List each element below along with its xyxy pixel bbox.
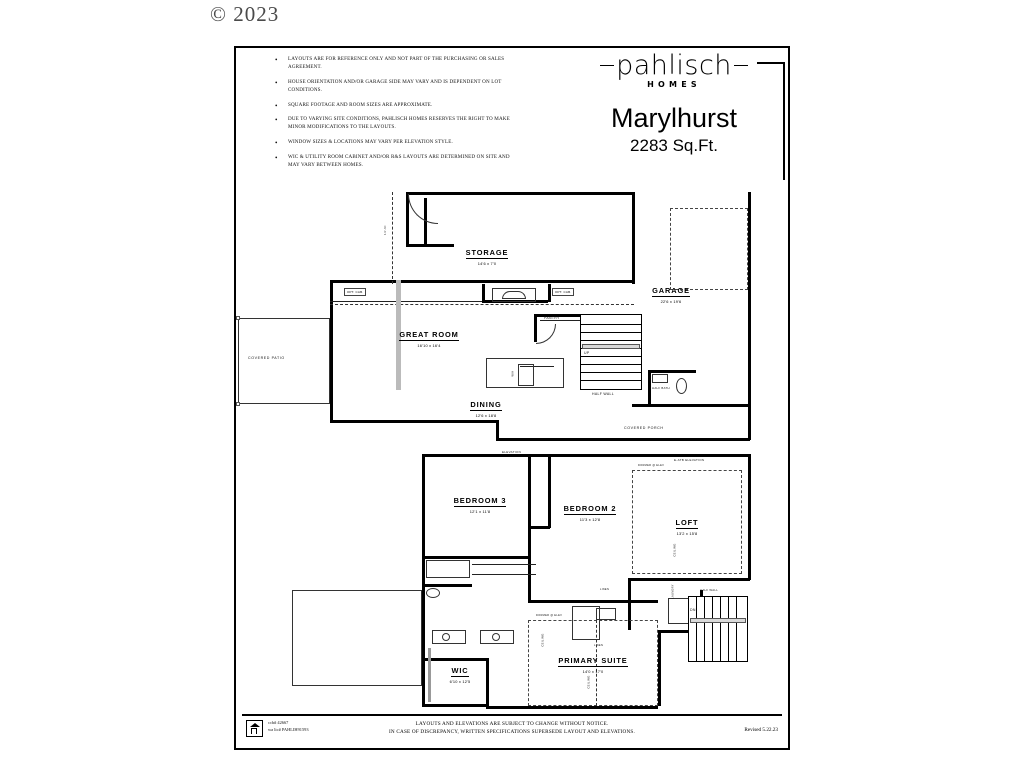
footer-notice-line-2: IN CASE OF DISCREPANCY, WRITTEN SPECIFIC… bbox=[388, 729, 636, 736]
ceiling-primary-label-2: CEILING bbox=[586, 675, 591, 689]
linen-label-1: LINEN bbox=[600, 588, 610, 591]
disclaimer-note: WINDOW SIZES & LOCATIONS MAY VARY PER EL… bbox=[272, 138, 522, 149]
water-heater-label: W/H bbox=[511, 370, 515, 377]
half-wall-label-main: HALF WALL bbox=[592, 392, 615, 396]
ceiling-loft-label: CEILING bbox=[672, 543, 677, 557]
room-name: LOFT bbox=[675, 518, 699, 530]
room-dimension: 12'1 x 11'8 bbox=[469, 508, 491, 514]
room-dimension: 14'0 x 17'0 bbox=[582, 668, 604, 674]
covered-patio-label: COVERED PATIO bbox=[248, 356, 285, 360]
footer-notice-line-1: LAYOUTS AND ELEVATIONS ARE SUBJECT TO CH… bbox=[415, 721, 609, 727]
disclaimer-note: SQUARE FOOTAGE AND ROOM SIZES ARE APPROX… bbox=[272, 101, 522, 112]
room-dimension: 14'6 x 7'0 bbox=[477, 260, 497, 266]
equal-housing-opportunity-icon bbox=[246, 720, 263, 737]
half-bath-label: HALF BATH bbox=[652, 386, 670, 390]
footer-divider bbox=[242, 714, 782, 716]
room-great-room: GREAT ROOM 16'10 x 16'4 bbox=[374, 324, 484, 347]
wa-license-number: wa lic# PAHLIH91593 bbox=[268, 726, 309, 732]
opt-cab-left-label: OPT. CAB. bbox=[344, 288, 367, 296]
upper-floor-plan: DORMER @ ELEV CEILING LINEN LINEN LAUNDR… bbox=[292, 448, 766, 709]
title-block: pahlisch HOMES Marylhurst 2283 Sq.Ft. bbox=[574, 52, 774, 154]
room-bedroom-2: BEDROOM 2 11'3 x 12'8 bbox=[544, 498, 636, 521]
room-dimension: 22'6 x 19'6 bbox=[660, 298, 682, 304]
brand-subtitle: HOMES bbox=[647, 80, 701, 89]
sheet-footer: ccb# 42667 wa lic# PAHLIH91593 LAYOUTS A… bbox=[236, 714, 788, 744]
room-dining: DINING 12'6 x 18'8 bbox=[444, 394, 528, 417]
dormer-primary-label: DORMER @ ELEV bbox=[536, 614, 563, 617]
opt-cab-right-label: OPT. CAB. bbox=[552, 288, 575, 296]
half-wall-label-upper: HALF WALL bbox=[700, 588, 719, 592]
disclaimer-note: HOUSE ORIENTATION AND/OR GARAGE SIDE MAY… bbox=[272, 78, 522, 95]
elevation-right-label: E-ATB ELEVATION bbox=[674, 458, 705, 462]
logo-rule-right bbox=[733, 64, 748, 67]
room-primary-suite: PRIMARY SUITE 14'0 x 17'0 bbox=[540, 650, 646, 673]
room-dimension: 13'2 x 15'8 bbox=[676, 530, 698, 536]
room-name: WIC bbox=[451, 666, 469, 678]
revised-date: Revised 5.22.23 bbox=[744, 727, 778, 733]
license-numbers: ccb# 42667 wa lic# PAHLIH91593 bbox=[268, 720, 309, 733]
room-bedroom-3: BEDROOM 3 12'1 x 11'8 bbox=[434, 490, 526, 513]
disclaimer-note: DUE TO VARYING SITE CONDITIONS, PAHLISCH… bbox=[272, 115, 522, 132]
room-name: PRIMARY SUITE bbox=[558, 656, 628, 668]
title-rule-vertical bbox=[783, 62, 785, 180]
disclaimer-note: LAYOUTS ARE FOR REFERENCE ONLY AND NOT P… bbox=[272, 55, 522, 72]
room-wic: WIC 6'10 x 12'5 bbox=[432, 660, 488, 683]
room-loft: LOFT 13'2 x 15'8 bbox=[652, 512, 722, 535]
room-name: BEDROOM 2 bbox=[563, 504, 617, 516]
brand-logo: pahlisch bbox=[574, 52, 774, 79]
covered-porch-label: COVERED PORCH bbox=[624, 426, 664, 430]
stair-down-label: DN bbox=[690, 608, 696, 612]
brand-name: pahlisch bbox=[616, 50, 732, 81]
stair-up-label: UP bbox=[584, 351, 590, 355]
room-name: STORAGE bbox=[465, 248, 509, 260]
plan-sheet: LAYOUTS ARE FOR REFERENCE ONLY AND NOT P… bbox=[234, 46, 790, 750]
ceiling-primary-label: CEILING bbox=[540, 633, 545, 647]
room-dimension: 11'3 x 12'8 bbox=[579, 516, 601, 522]
room-name: GARAGE bbox=[652, 286, 690, 298]
footer-notice: LAYOUTS AND ELEVATIONS ARE SUBJECT TO CH… bbox=[236, 720, 788, 736]
copyright-notice: © 2023 bbox=[210, 2, 280, 26]
elevation-label: ELEVATION bbox=[502, 450, 522, 454]
room-name: GREAT ROOM bbox=[399, 330, 459, 342]
plan-square-feet: 2283 Sq.Ft. bbox=[630, 136, 718, 155]
title-rule-horizontal bbox=[757, 62, 785, 64]
room-dimension: 12'6 x 18'8 bbox=[475, 412, 497, 418]
main-floor-plan: OPT. CAB. OPT. CAB. COVERED PATIO PANTRY… bbox=[236, 188, 766, 462]
room-dimension: 16'10 x 16'4 bbox=[417, 342, 441, 348]
room-dimension: 6'10 x 12'5 bbox=[449, 678, 471, 684]
linen-label-2: LINEN bbox=[594, 644, 604, 647]
ccb-number: ccb# 42667 bbox=[268, 720, 289, 725]
pantry-label: PANTRY bbox=[544, 316, 560, 320]
disclaimer-note: WIC & UTILITY ROOM CABINET AND/OR R&S LA… bbox=[272, 153, 522, 170]
laundry-label: LAUNDRY bbox=[671, 584, 675, 599]
room-garage: GARAGE 22'6 x 19'6 bbox=[626, 280, 716, 303]
room-name: DINING bbox=[470, 400, 502, 412]
room-name: BEDROOM 3 bbox=[453, 496, 507, 508]
disclaimer-notes: LAYOUTS ARE FOR REFERENCE ONLY AND NOT P… bbox=[272, 55, 522, 177]
room-storage: STORAGE 14'6 x 7'0 bbox=[442, 242, 532, 265]
logo-rule-left bbox=[600, 64, 615, 67]
left-dimension-label: 14'-6± bbox=[383, 224, 388, 236]
plan-name: Marylhurst bbox=[610, 103, 738, 133]
dormer-loft-label: DORMER @ ELEV bbox=[638, 464, 665, 467]
